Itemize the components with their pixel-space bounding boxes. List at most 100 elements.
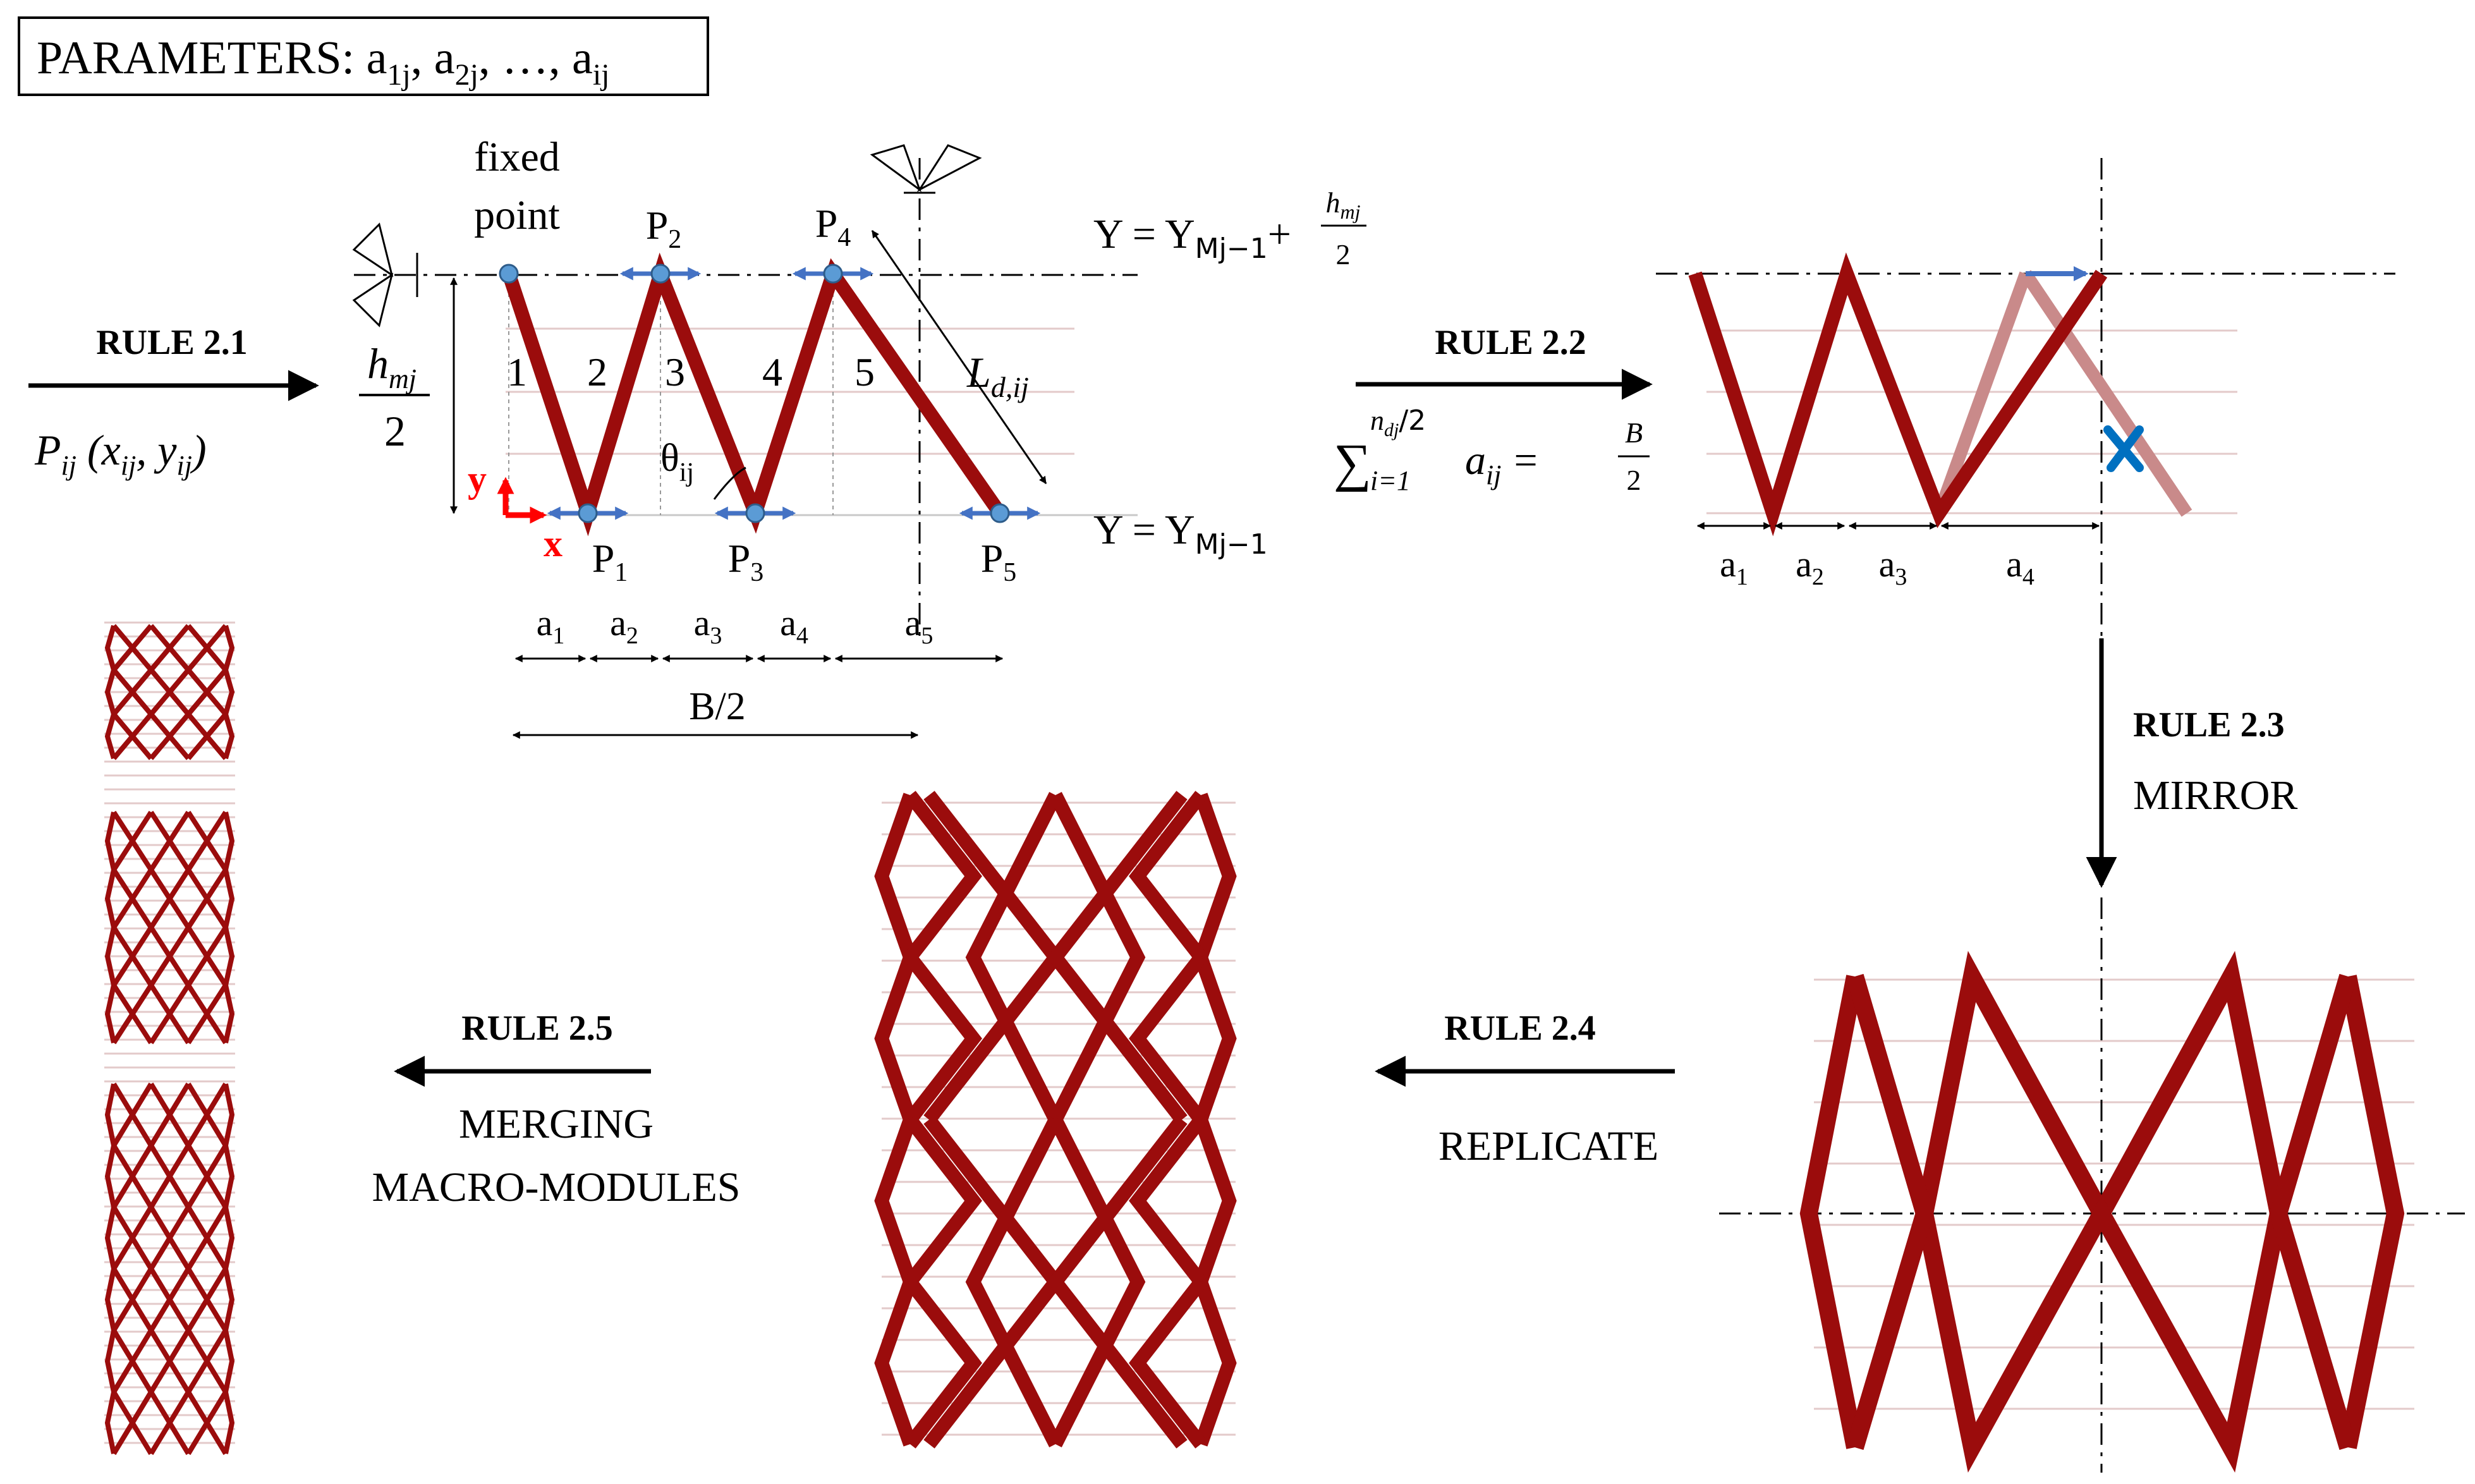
ytop-pre: Y = Y [1093, 211, 1195, 257]
column-guides [508, 278, 834, 515]
axis-y-label: y [468, 458, 487, 500]
stent-seg2-vb-2-1 [149, 951, 191, 987]
sum-den: 2 [1627, 464, 1641, 496]
sum-B: B [1625, 417, 1643, 449]
stent-seg1-edgeL-2 [104, 713, 116, 760]
rule-2-2-title: RULE 2.2 [1435, 323, 1586, 362]
segment-number-5: 5 [854, 350, 875, 394]
segment-number-1: 1 [507, 350, 527, 394]
params-sub-1j: 1j [387, 58, 410, 92]
stent-seg3-vb-5-2 [186, 1418, 228, 1456]
segment-number-2: 2 [587, 350, 607, 394]
rule-2-1-title: RULE 2.1 [96, 323, 248, 362]
svg-text:Y = YMj−1: Y = YMj−1 [1093, 507, 1268, 561]
stent-seg1-edgeR-1 [223, 669, 235, 715]
svg-text:Ld,ij: Ld,ij [966, 348, 1029, 403]
zigzag-strut-2 [1688, 252, 2108, 537]
faded-strut-2 [1933, 271, 2032, 516]
stent-seg3-edgeL-1 [104, 1145, 116, 1208]
node-p2 [650, 264, 671, 284]
rule-2-3-label: MIRROR [2133, 772, 2297, 818]
stent-seg3-vb-0-2 [186, 1110, 228, 1147]
params-sep: , a [411, 32, 455, 84]
stent-seg1-edgeR-0 [223, 624, 235, 671]
module-edge-left-1 [874, 955, 917, 1122]
params-mid: , …, a [478, 32, 593, 84]
y-ij-sub: ij [176, 450, 192, 481]
sum-upper-tail: /2 [1399, 404, 1426, 437]
stent-seg2-vb-1-1 [149, 894, 191, 929]
node-label-p2: P2 [646, 203, 682, 254]
stent-seg3-edgeL-0 [104, 1083, 116, 1146]
x-ij-label: x [101, 426, 121, 474]
strut-length-dimension [871, 230, 1047, 484]
stent-seg3-vb-2-2 [186, 1233, 228, 1270]
stent-seg3-vb-0-1 [149, 1110, 191, 1147]
step2-struts [1688, 252, 2192, 537]
stent-seg3-vb-3-1 [149, 1294, 191, 1332]
sum-upper: n [1370, 405, 1384, 436]
module-diamond-left-1 [965, 1116, 1062, 1447]
module-cross-right-0 [1047, 791, 1188, 1124]
ytop-plus: + [1268, 211, 1291, 257]
params-lead: PARAMETERS: a [37, 32, 387, 84]
ring-upper-half [1846, 951, 2357, 1232]
svg-text:PARAMETERS: a1j, a2j, …, aij: PARAMETERS: a1j, a2j, …, aij [37, 32, 610, 92]
stent-seg3-vb-3-0 [111, 1294, 154, 1332]
module-diamond-right-1 [1049, 1116, 1146, 1447]
ybot-sub: Mj−1 [1195, 528, 1268, 561]
stent-seg1-vb-2-2 [186, 732, 228, 760]
module-inner-right-3 [1129, 1277, 1207, 1449]
stent-seg2-edgeL-1 [104, 869, 116, 928]
rule-2-4-label: REPLICATE [1438, 1123, 1658, 1169]
sum-upper-sub: dj [1384, 420, 1399, 441]
sum-a-sub: ij [1486, 459, 1501, 490]
sum-a: a [1465, 437, 1486, 484]
svg-text:θij: θij [660, 437, 694, 487]
params-sub-2j: 2j [455, 58, 478, 92]
p-ij-sub: ij [61, 450, 76, 481]
stent-seg3-edgeR-2 [223, 1207, 235, 1270]
stent-seg3-edgeL-2 [104, 1207, 116, 1270]
theta-arc [713, 466, 746, 500]
rule-2-5-title: RULE 2.5 [461, 1009, 613, 1048]
invalid-strut-cross [2103, 425, 2144, 472]
y-ij-label: y [154, 426, 177, 474]
ring-edge-left [1799, 975, 1864, 1449]
fixed-node [499, 264, 519, 284]
node-p4 [823, 264, 843, 284]
hm-den: 2 [384, 407, 406, 455]
stent-seg2-edgeL-0 [104, 812, 116, 871]
stent-seg2-vb-0-1 [149, 836, 191, 872]
ring-inner-right [2269, 974, 2357, 1450]
stent-seg2-edgeR-3 [223, 984, 235, 1043]
svg-text:hmj: hmj [367, 339, 417, 394]
stent-seg3-vb-4-2 [186, 1356, 228, 1394]
stent-seg3-vb-2-0 [111, 1233, 154, 1270]
spacing-a1-label: a1 [537, 602, 565, 649]
sum-eq: = [1514, 437, 1537, 484]
module-edge-right-1 [1194, 955, 1237, 1122]
rule-2-2: RULE 2.2 ∑ ndj/2 i=1 aij= B 2 [1334, 323, 1653, 496]
svg-text:ndj/2: ndj/2 [1370, 404, 1426, 441]
anchor-symbol-top [870, 144, 982, 194]
p-ij-label: P [34, 426, 61, 474]
stent-seg1-vb-1-1 [149, 688, 191, 716]
module-inner-left-1 [904, 952, 982, 1124]
rule-2-1: RULE 2.1 Pij (xij, yij) [28, 323, 319, 481]
stent-seg3-edgeR-4 [223, 1330, 235, 1393]
ring-edge-right [2339, 975, 2405, 1449]
step1-nodes [499, 264, 1041, 523]
theta-label: θ [660, 437, 679, 480]
stent-seg3-vb-5-1 [149, 1418, 191, 1456]
p-ij-close: ) [190, 426, 207, 474]
rule-2-5-label-2: MACRO-MODULES [372, 1164, 740, 1210]
module-inner-left-3 [904, 1277, 982, 1449]
stent-seg1-vb-2-1 [149, 732, 191, 760]
step2-spacing-a2-label: a2 [1796, 544, 1824, 590]
